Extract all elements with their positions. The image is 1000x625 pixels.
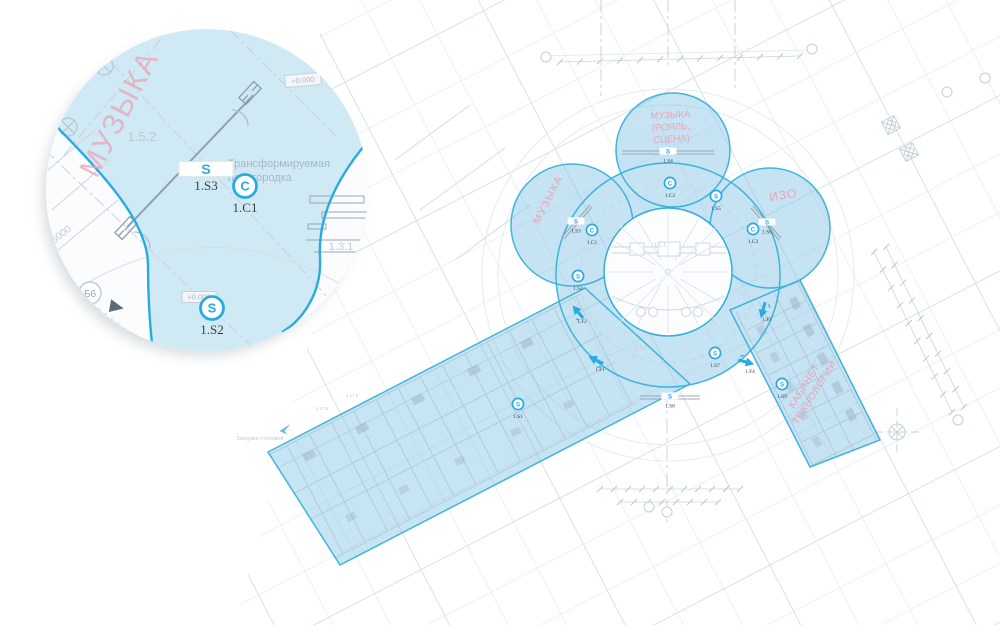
marker-1.S4[interactable]: S 1.S4 (659, 147, 677, 165)
marker-1.S7[interactable]: S 1.S7 (708, 346, 722, 369)
svg-text:S: S (668, 393, 673, 400)
marker-label: 1.S2 (200, 322, 223, 337)
camera-icon (572, 305, 585, 321)
marker-label: 1.C1 (233, 200, 258, 215)
svg-text:C: C (590, 227, 595, 234)
marker-label: 1.S4 (663, 159, 673, 165)
svg-text:S: S (576, 273, 580, 280)
marker-label: 1.F3 (762, 317, 772, 323)
marker-1.C1[interactable]: C 1.C1 (232, 173, 258, 216)
inset-note-line1: Трансформируемая (228, 158, 330, 170)
marker-label: 1.C1 (587, 240, 598, 246)
area-code: 1.17.6 (316, 406, 329, 411)
elevation-value: +0.000 (187, 293, 210, 302)
svg-text:S: S (765, 219, 770, 226)
camera-icon (588, 355, 604, 368)
inset-area-code-152: 1.5.2 (128, 129, 157, 144)
marker-1.S9[interactable]: S 1.S9 (775, 377, 789, 400)
svg-text:S: S (714, 193, 718, 200)
area-code: 1.17.8 (346, 393, 359, 398)
plan-markers-layer: S1.S1S1.S2S1.S3S1.S4S1.S5S1.S6S1.S7S1.S8… (511, 147, 789, 420)
inset-area-code-131: 1.3.1 (329, 241, 353, 253)
marker-label: 1.S6 (762, 230, 772, 236)
marker-label: 1.S1 (513, 414, 523, 420)
svg-text:Трансформируемая: Трансформируемая (228, 158, 330, 170)
marker-1.C1[interactable]: C 1.C1 (585, 223, 599, 246)
svg-text:1.7.1: 1.7.1 (813, 364, 824, 370)
marker-1.S6[interactable]: S 1.S6 (758, 218, 776, 236)
marker-1.C3[interactable]: C 1.C3 (746, 222, 760, 245)
svg-text:Загрузка столовой: Загрузка столовой (236, 435, 283, 442)
svg-text:S: S (201, 161, 210, 177)
svg-text:1.1.1: 1.1.1 (654, 243, 666, 249)
svg-text:S: S (574, 218, 579, 225)
marker-1.S1[interactable]: S 1.S1 (511, 397, 525, 420)
svg-text:1.3.1: 1.3.1 (329, 241, 353, 253)
marker-label: 1.S3 (571, 229, 581, 235)
marker-1.F3[interactable]: 1.F3 (756, 301, 772, 323)
svg-text:МУЗЫКА: МУЗЫКА (650, 109, 691, 122)
marker-1.S8[interactable]: S 1.S8 (661, 392, 679, 410)
column-symbol-icon (880, 114, 902, 136)
svg-text:СЦЕНА): СЦЕНА) (653, 133, 690, 146)
svg-text:(РОЯЛЬ,: (РОЯЛЬ, (651, 121, 690, 134)
svg-text:1.5.2: 1.5.2 (128, 129, 157, 144)
marker-label: 1.S9 (777, 394, 787, 400)
svg-text:C: C (751, 226, 756, 233)
svg-text:S: S (713, 350, 717, 357)
svg-text:ИЗО: ИЗО (768, 186, 798, 205)
svg-text:S: S (666, 148, 671, 155)
marker-1.F2[interactable]: 1.F2 (568, 303, 587, 325)
marker-1.F1[interactable]: 1.F1 (586, 352, 605, 373)
svg-text:1.1.2: 1.1.2 (635, 345, 647, 351)
marker-1.S3[interactable]: S 1.S3 (567, 217, 585, 235)
marker-1.S2[interactable]: S 1.S2 (199, 295, 225, 338)
svg-text:C: C (668, 180, 673, 187)
room-label-izo: ИЗО (768, 186, 798, 205)
svg-text:S: S (780, 381, 784, 388)
svg-text:Б6: Б6 (84, 289, 97, 300)
marker-1.F4[interactable]: 1.F4 (737, 354, 756, 375)
north-arrow-icon (108, 299, 124, 313)
marker-label: 1.F4 (745, 369, 755, 375)
inset-boundary-curves (51, 121, 365, 345)
marker-label: 1.S3 (194, 178, 217, 193)
courtyard (603, 207, 733, 337)
svg-text:1.17.8: 1.17.8 (346, 393, 359, 398)
grid-intersection-icon (888, 423, 906, 441)
camera-icon (737, 354, 755, 367)
svg-text:S: S (516, 401, 520, 408)
room-label-muzyka-royal-scena: МУЗЫКА(РОЯЛЬ,СЦЕНА) (650, 109, 691, 146)
marker-label: 1.S8 (665, 404, 675, 410)
elevation-marker: +0.000 (284, 71, 322, 89)
marker-label: 1.S7 (710, 363, 720, 369)
svg-text:C: C (240, 179, 250, 194)
area-code: 1.1.1 (654, 243, 666, 249)
marker-1.S5[interactable]: S 1.S5 (709, 189, 723, 212)
svg-text:1.17.6: 1.17.6 (316, 406, 329, 411)
marker-label: 1.S5 (711, 206, 721, 212)
detail-inset: +0.000 +0.000 Б6 МУЗЫКА1.5.2Трансформиру… (42, 29, 368, 356)
marker-label: 1.C2 (665, 193, 676, 199)
marker-label: 1.F2 (577, 319, 587, 325)
area-code: 1.1.2 (635, 345, 647, 351)
elevation-value: +0.000 (291, 75, 315, 86)
marker-1.S3[interactable]: S1.S3 (178, 161, 234, 193)
annotation-loading: Загрузка столовой (236, 435, 283, 442)
area-code: 1.7.1 (813, 364, 824, 370)
column-symbol-icon (898, 141, 920, 163)
marker-1.C2[interactable]: C 1.C2 (663, 176, 677, 199)
marker-label: 1.F1 (595, 367, 605, 373)
building-interior-walls (269, 167, 878, 564)
direction-arrow-icon (279, 423, 291, 435)
svg-text:S: S (208, 301, 217, 316)
camera-icon (758, 301, 771, 319)
marker-label: 1.C3 (748, 239, 759, 245)
marker-1.S2[interactable]: S 1.S2 (571, 269, 585, 292)
marker-label: 1.S2 (573, 286, 583, 292)
